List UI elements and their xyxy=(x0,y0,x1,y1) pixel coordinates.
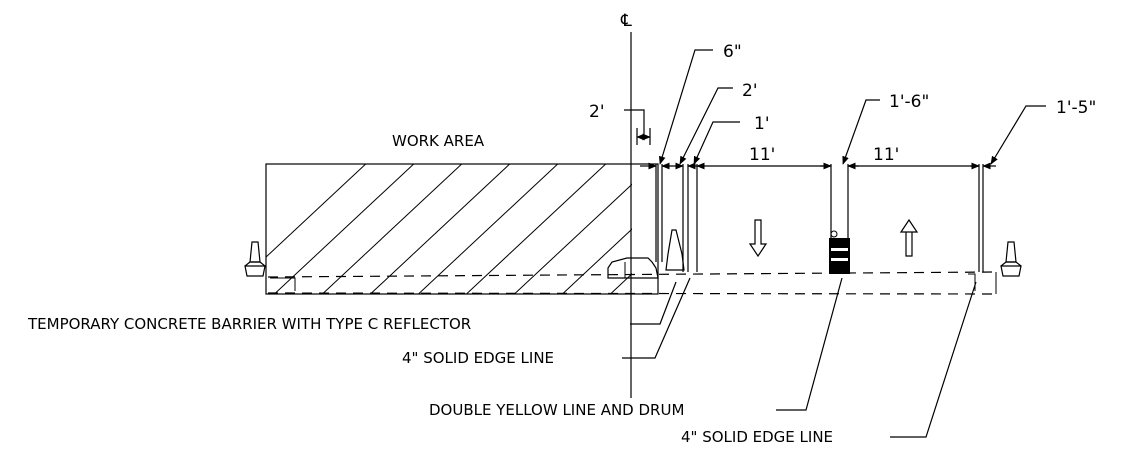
traffic-cone-right xyxy=(1000,241,1022,277)
dim-1ft5in: 1'-5" xyxy=(1056,98,1096,118)
hatch-line xyxy=(417,164,559,294)
hatch-line xyxy=(609,273,632,294)
work-area-hatching xyxy=(266,160,850,300)
work-area xyxy=(265,160,850,300)
dim-2ft: 2' xyxy=(742,81,758,101)
centerline-symbol: ℄ xyxy=(620,11,632,31)
concrete-barrier xyxy=(607,257,659,279)
dim-1ft6in: 1'-6" xyxy=(889,92,929,112)
edge-line-left-label: 4" SOLID EDGE LINE xyxy=(402,349,554,367)
dim-1ft6in-leader xyxy=(842,99,880,165)
barrier-callout-leader xyxy=(630,281,677,325)
dim-1ft5in-leader xyxy=(990,105,1046,165)
hatch-line xyxy=(369,164,511,294)
hatch-line xyxy=(561,228,632,294)
dim-1ft: 1' xyxy=(754,114,770,134)
dim-2ft-left: 2' xyxy=(589,102,605,122)
hatch-line xyxy=(513,183,632,294)
hatch-line xyxy=(273,164,415,294)
dim-6in: 6" xyxy=(723,42,742,62)
up-arrow-icon xyxy=(899,218,919,257)
channelizer-post xyxy=(665,229,685,271)
dim-lane-right: 11' xyxy=(873,145,899,165)
ground-line xyxy=(267,271,997,295)
hatch-line xyxy=(700,160,850,300)
edge-line-right-callout-leader xyxy=(890,281,977,438)
double-yellow-callout-leader xyxy=(776,277,843,411)
dim-2ft-leader xyxy=(679,87,733,165)
double-yellow-label: DOUBLE YELLOW LINE AND DRUM xyxy=(429,401,684,419)
offset-lines xyxy=(655,164,698,272)
dim-2ft-left-leader xyxy=(624,109,651,145)
drum xyxy=(829,238,850,274)
edge-line-right-label: 4" SOLID EDGE LINE xyxy=(681,428,833,446)
dim-lane-left: 11' xyxy=(749,145,775,165)
traffic-cone-left xyxy=(244,241,266,277)
barrier-label: TEMPORARY CONCRETE BARRIER WITH TYPE C R… xyxy=(27,315,471,333)
hatch-line xyxy=(321,164,463,294)
hatch-line xyxy=(266,164,367,258)
work-area-label: WORK AREA xyxy=(392,132,485,150)
hatch-line xyxy=(465,164,607,294)
dim-1ft-leader xyxy=(693,121,740,165)
dim-6in-leader xyxy=(659,49,713,165)
edge-line-left-callout-leader xyxy=(622,277,691,359)
down-arrow-icon xyxy=(748,219,768,258)
double-yellow-line-and-drum xyxy=(829,164,850,274)
